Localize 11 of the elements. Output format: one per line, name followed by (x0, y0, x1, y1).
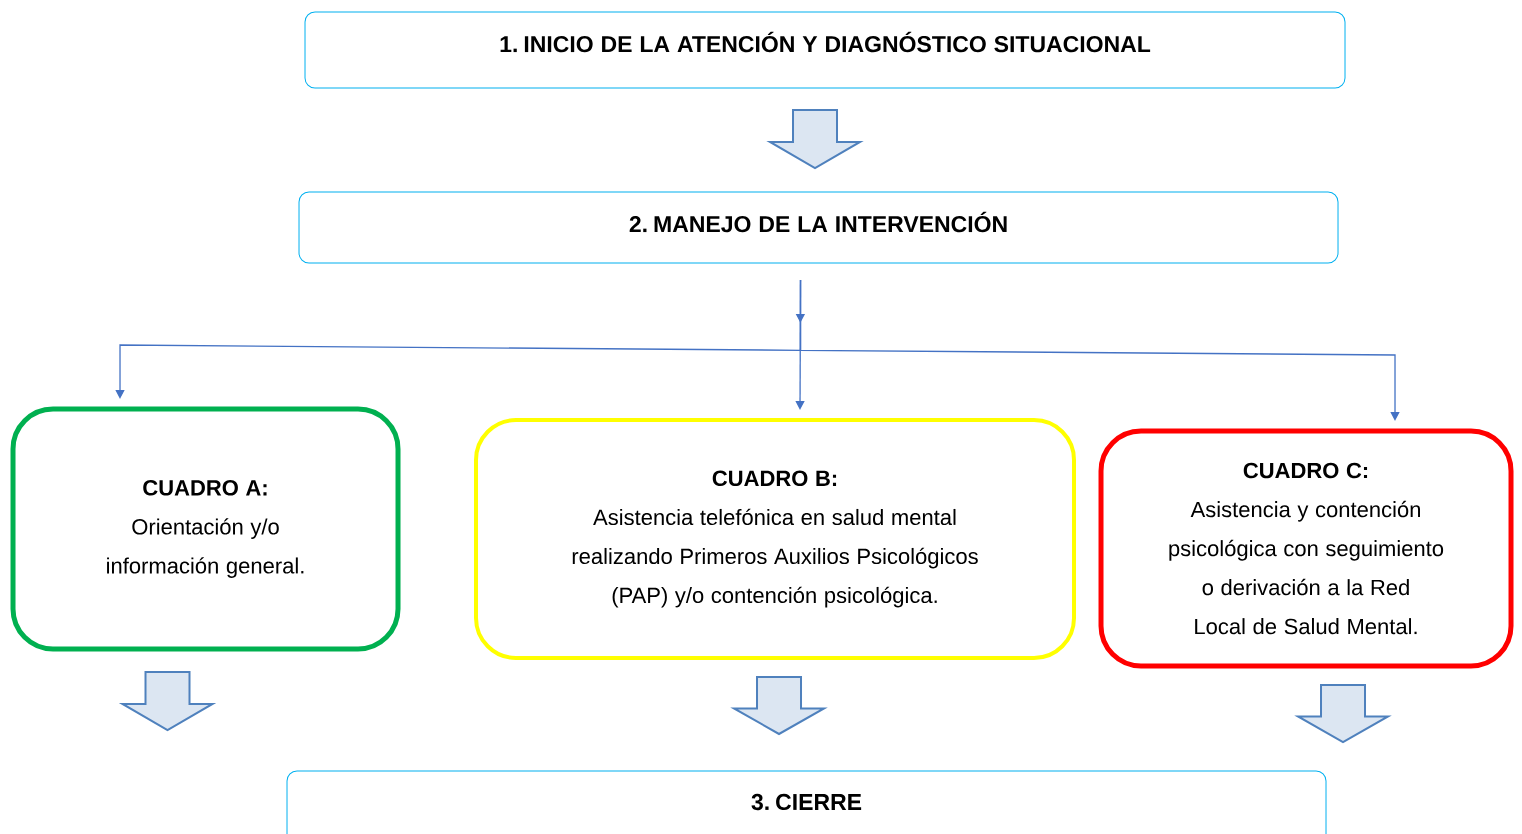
process-box: CUADRO A: Orientación y/o información general. (10, 406, 401, 652)
block-arrow (118, 671, 217, 732)
process-box: CUADRO B: Asistencia telefónica en salud mental realizando Primeros Auxilios Psicológicos (PAP) y/o contención psicológica. (474, 418, 1076, 660)
process-box: 2. MANEJO DE LA INTERVENCIÓN (298, 191, 1339, 264)
process-box: 3. CIERRE (286, 770, 1327, 834)
process-box: 1. INICIO DE LA ATENCIÓN Y DIAGNÓSTICO SITUACIONAL (304, 11, 1346, 89)
block-arrow (766, 109, 864, 170)
process-box: CUADRO C: Asistencia y contención psicológica con seguimiento o derivación a la Red Local de Salud Mental. (1098, 428, 1514, 669)
branch-arrow (799, 279, 1400, 421)
block-arrow (1294, 684, 1392, 744)
block-arrow (730, 676, 828, 736)
